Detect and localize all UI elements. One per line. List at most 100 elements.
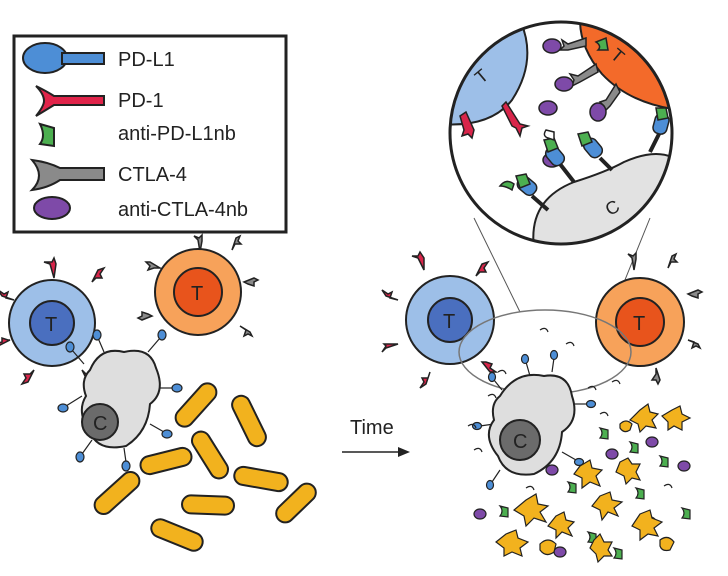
bacterium — [181, 494, 235, 516]
legend-item-ctla4: CTLA-4 — [29, 158, 187, 192]
bacteria-debris — [591, 491, 624, 522]
t-cell-blue-left: T — [0, 256, 106, 386]
t-cell-letter-right: T — [443, 311, 455, 333]
zoom-circle-border — [448, 20, 674, 246]
bacteria-debris — [547, 511, 576, 540]
fragment — [525, 485, 535, 491]
bacterium — [174, 382, 218, 428]
bacteria-cluster — [93, 382, 317, 552]
pdl1-receptors — [57, 329, 183, 472]
zoom-line-left — [473, 217, 521, 313]
zoom-antictla4nb — [589, 102, 607, 122]
antictla4nb-particle — [605, 448, 619, 460]
fragment — [599, 411, 609, 417]
bacteria-debris — [659, 536, 675, 552]
t-cell-letter-orange: T — [191, 283, 203, 305]
zoom-antipdl1nb — [543, 129, 555, 142]
fragment — [487, 393, 497, 399]
legend-label-pdl1: PD-L1 — [118, 49, 175, 71]
bacterium — [150, 518, 204, 552]
legend-label-ctla4: CTLA-4 — [118, 164, 187, 186]
legend-item-antipdl1nb: anti-PD-L1nb — [38, 122, 236, 148]
zoom-antipdl1nb — [498, 180, 515, 192]
pd1-icon — [35, 85, 105, 117]
antictla4nb-particle — [645, 436, 659, 448]
cancer-cell-right: C — [471, 349, 597, 491]
antictla4nb-particle — [553, 546, 567, 558]
antipdl1nb-particle — [628, 440, 639, 454]
pd1-receptors — [0, 256, 106, 386]
bacteria-debris — [495, 529, 530, 557]
left-scene: T T — [0, 233, 317, 552]
t-cell-orange-right: T — [595, 251, 704, 386]
t-cell-letter-orange-right: T — [633, 313, 645, 335]
antipdl1nb-particle — [634, 486, 645, 500]
bacteria-debris — [539, 539, 557, 556]
fragment — [497, 369, 507, 375]
cancer-cell-left: C — [57, 329, 183, 472]
antipdl1nb-particle — [612, 546, 623, 560]
t-cell-letter: T — [45, 314, 57, 336]
bacteria-debris — [615, 457, 642, 486]
legend-label-antictla4nb: anti-CTLA-4nb — [118, 199, 248, 221]
bacteria-debris — [619, 420, 633, 433]
pdl1-icon — [22, 42, 105, 74]
cancer-cell-letter-right: C — [513, 431, 527, 453]
zoom-circle: T T C — [448, 20, 674, 246]
zoom-antipdl1nb — [515, 173, 531, 189]
fragment — [467, 423, 477, 429]
legend-item-antictla4nb: anti-CTLA-4nb — [33, 196, 248, 221]
time-arrow: Time — [342, 417, 410, 457]
fragment — [565, 341, 575, 347]
bacteria-debris — [573, 459, 604, 490]
zoom-antipdl1nb — [655, 107, 669, 121]
bacterium — [190, 430, 230, 480]
fragment — [611, 379, 621, 385]
antictla4nb-particle — [677, 460, 691, 472]
zoom-pd1 — [459, 110, 475, 140]
antipdl1nb-particle — [598, 426, 609, 440]
bacterium — [93, 470, 141, 516]
fragment — [587, 385, 597, 391]
bacteria-debris — [512, 493, 550, 528]
fragment — [663, 483, 673, 489]
legend: PD-L1 PD-1 anti-PD-L1nb CTLA-4 anti-CTLA… — [12, 34, 288, 234]
antictla4nb-icon — [33, 196, 71, 220]
zoom-antipdl1nb — [577, 131, 593, 147]
antipdl1nb-icon — [38, 122, 55, 148]
antipdl1nb-particle — [566, 480, 577, 494]
bacteria-debris — [589, 532, 614, 564]
zoom-ctla4 — [558, 36, 587, 51]
fragment — [539, 327, 549, 333]
bacterium — [233, 465, 289, 493]
bacteria-debris — [628, 402, 660, 434]
zoom-antipdl1nb — [594, 36, 609, 51]
t-cell-blue-right: T — [381, 250, 499, 389]
ctla4-receptors — [136, 233, 260, 338]
time-label: Time — [350, 417, 394, 439]
legend-label-antipdl1nb: anti-PD-L1nb — [118, 123, 236, 145]
bacteria-debris — [661, 405, 692, 432]
arrow-head-icon — [398, 447, 410, 457]
cancer-cell-letter: C — [93, 413, 107, 435]
legend-item-pdl1: PD-L1 — [22, 42, 175, 74]
legend-item-pd1: PD-1 — [35, 85, 164, 117]
right-scene: T T — [381, 20, 704, 564]
bacterium — [275, 482, 317, 524]
antipdl1nb-particle — [658, 454, 669, 468]
fragment — [473, 447, 483, 453]
bacterium — [231, 394, 267, 448]
zoom-antictla4nb — [538, 100, 558, 116]
legend-label-pd1: PD-1 — [118, 90, 164, 112]
ctla4-icon — [29, 158, 105, 192]
antictla4nb-particle — [545, 464, 559, 476]
zoom-antictla4nb — [554, 76, 574, 92]
zoom-antictla4nb — [542, 38, 562, 54]
bacteria-debris — [631, 509, 664, 542]
zoom-pd1 — [501, 100, 531, 139]
antipdl1nb-particle — [680, 506, 691, 520]
debris-field — [467, 327, 692, 564]
t-cell-orange-left: T — [136, 233, 260, 338]
bacterium — [139, 446, 193, 476]
